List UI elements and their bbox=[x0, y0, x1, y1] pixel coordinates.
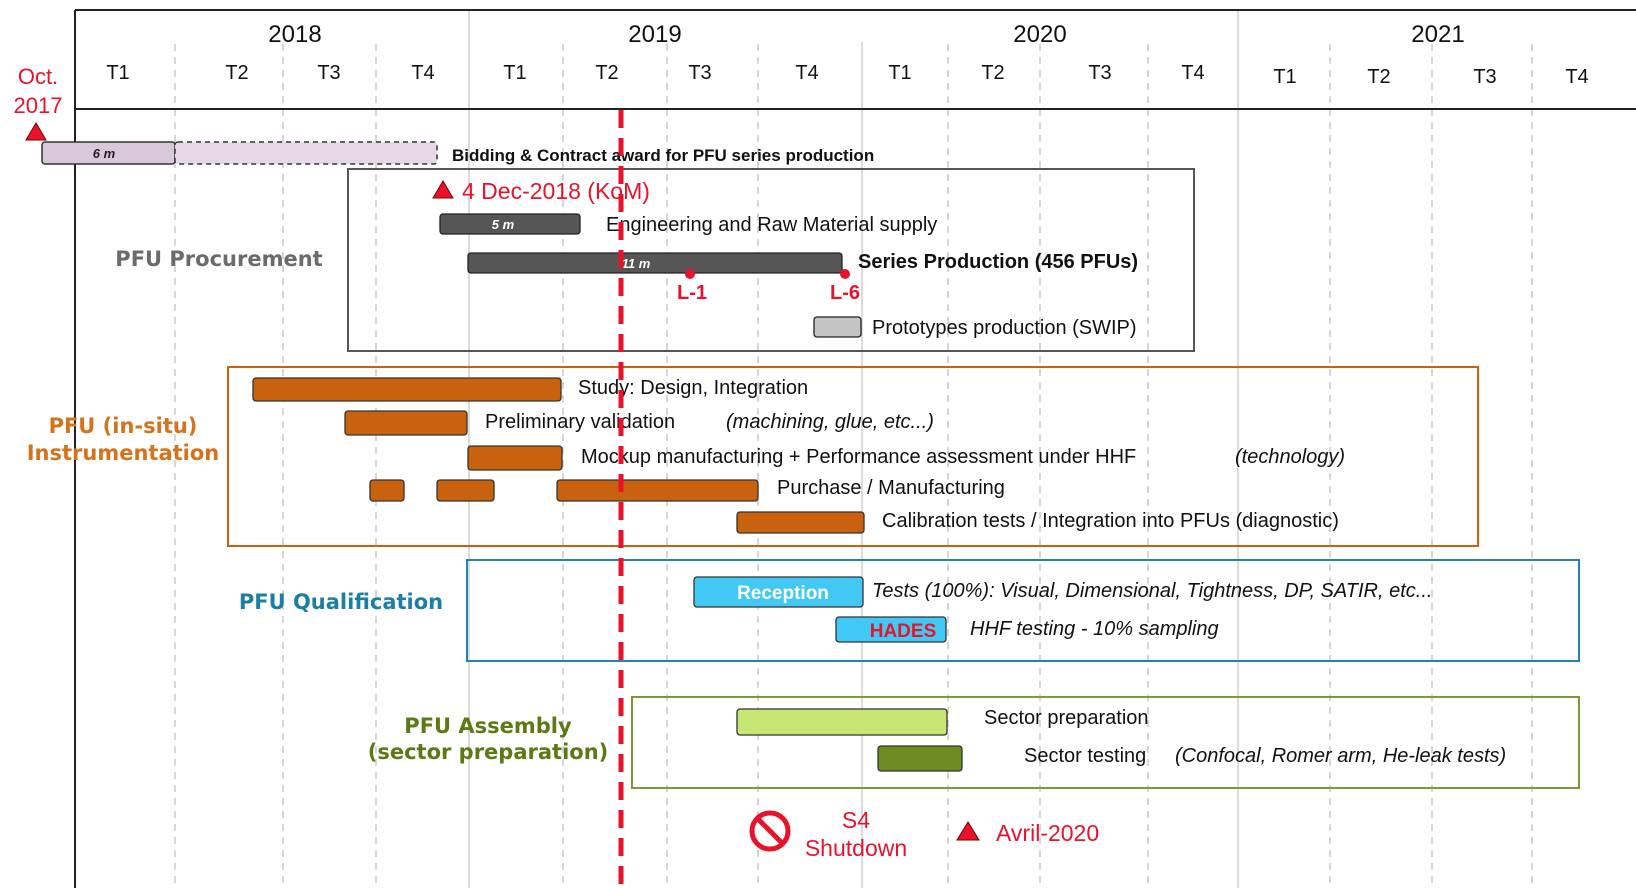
procurement-box bbox=[347, 168, 1195, 352]
purchase-label: Purchase / Manufacturing bbox=[777, 477, 1005, 499]
quarter-label: T3 bbox=[317, 62, 340, 84]
procurement-title: PFU Procurement bbox=[115, 247, 322, 271]
quarter-label: T4 bbox=[1565, 66, 1588, 88]
assembly-section: PFU Assembly (sector preparation) Sector… bbox=[368, 696, 1580, 789]
year-labels: 2018 2019 2020 2021 bbox=[268, 21, 1464, 48]
quarter-label: T1 bbox=[888, 62, 911, 84]
milestone-l1-dot bbox=[685, 269, 695, 279]
purchase-bar-3 bbox=[556, 479, 759, 502]
instrumentation-box bbox=[227, 366, 1479, 547]
quarter-label: T2 bbox=[595, 62, 618, 84]
shutdown-line1: S4 bbox=[842, 807, 870, 833]
quarter-label: T4 bbox=[795, 62, 818, 84]
engineering-duration: 5 m bbox=[492, 217, 515, 232]
study-bar bbox=[252, 377, 562, 402]
mockup-note: (technology) bbox=[1235, 446, 1345, 468]
mockup-bar bbox=[467, 445, 563, 471]
start-triangle-icon bbox=[25, 122, 47, 141]
start-marker-year: 2017 bbox=[14, 93, 63, 118]
quarter-label: T3 bbox=[688, 62, 711, 84]
quarter-gridlines bbox=[174, 44, 1533, 888]
sector-prep-bar bbox=[736, 708, 948, 736]
milestone-l1-label: L-1 bbox=[677, 282, 707, 304]
avril-label: Avril-2020 bbox=[996, 820, 1099, 846]
kom-triangle-icon bbox=[432, 180, 454, 199]
instrumentation-section: PFU (in-situ) Instrumentation Study: Des… bbox=[27, 366, 1479, 547]
year-label: 2018 bbox=[268, 21, 321, 48]
qualification-box bbox=[466, 559, 1580, 662]
quarter-label: T4 bbox=[411, 62, 434, 84]
quarter-label: T2 bbox=[1367, 66, 1390, 88]
quarter-label: T1 bbox=[503, 62, 526, 84]
quarter-label: T3 bbox=[1473, 66, 1496, 88]
procurement-section: PFU Procurement 4 Dec-2018 (KoM) 5 m Eng… bbox=[115, 168, 1195, 352]
avril-marker: Avril-2020 bbox=[956, 820, 1099, 846]
prelim-bar bbox=[344, 410, 468, 436]
engineering-bar bbox=[439, 213, 581, 235]
year-label: 2021 bbox=[1411, 21, 1464, 48]
quarter-label: T2 bbox=[225, 62, 248, 84]
qualification-title: PFU Qualification bbox=[239, 590, 443, 614]
bidding-bar-extension bbox=[174, 141, 438, 165]
prelim-label: Preliminary validation bbox=[485, 411, 675, 433]
quarter-label: T2 bbox=[981, 62, 1004, 84]
hades-bar bbox=[835, 616, 947, 643]
purchase-bar-1 bbox=[369, 479, 405, 502]
hades-note: HHF testing - 10% sampling bbox=[970, 618, 1219, 640]
assembly-title-line2: (sector preparation) bbox=[368, 740, 609, 764]
calibration-bar bbox=[736, 511, 865, 534]
engineering-label: Engineering and Raw Material supply bbox=[606, 214, 937, 236]
assembly-title-line1: PFU Assembly bbox=[404, 714, 572, 738]
quarter-label: T1 bbox=[1273, 66, 1296, 88]
reception-label: Reception bbox=[737, 583, 829, 604]
milestone-l6-label: L-6 bbox=[830, 282, 860, 304]
bidding-task: 6 m Bidding & Contract award for PFU ser… bbox=[41, 141, 874, 165]
shutdown-marker: S4 Shutdown bbox=[749, 807, 907, 861]
bidding-duration: 6 m bbox=[93, 146, 116, 161]
qualification-section: PFU Qualification Reception Tests (100%)… bbox=[239, 559, 1580, 662]
sector-testing-bar bbox=[877, 745, 963, 772]
hades-label: HADES bbox=[870, 621, 937, 642]
purchase-bar-2 bbox=[436, 479, 495, 502]
avril-triangle-icon bbox=[956, 821, 980, 841]
year-label: 2019 bbox=[628, 21, 681, 48]
no-entry-icon bbox=[749, 810, 791, 852]
quarter-label: T1 bbox=[106, 62, 129, 84]
series-production-bar bbox=[467, 252, 843, 274]
instrumentation-title-line1: PFU (in-situ) bbox=[49, 414, 198, 438]
calibration-label: Calibration tests / Integration into PFU… bbox=[882, 510, 1339, 532]
year-label: 2020 bbox=[1013, 21, 1066, 48]
quarter-labels: T1 T2 T3 T4 T1 T2 T3 T4 T1 T2 T3 T4 T1 T… bbox=[106, 62, 1588, 88]
reception-bar bbox=[693, 576, 864, 608]
mockup-label: Mockup manufacturing + Performance asses… bbox=[581, 446, 1136, 468]
prototypes-bar bbox=[813, 316, 862, 338]
start-marker-month: Oct. bbox=[18, 64, 58, 89]
quarter-label: T3 bbox=[1088, 62, 1111, 84]
series-label: Series Production (456 PFUs) bbox=[858, 251, 1138, 273]
instrumentation-title-line2: Instrumentation bbox=[27, 441, 220, 465]
sector-testing-label: Sector testing bbox=[1024, 745, 1146, 767]
series-duration: 11 m bbox=[622, 256, 651, 271]
start-marker: Oct. 2017 bbox=[14, 64, 63, 141]
shutdown-line2: Shutdown bbox=[805, 835, 907, 861]
milestone-l6-dot bbox=[840, 269, 850, 279]
sector-testing-note: (Confocal, Romer arm, He-leak tests) bbox=[1175, 745, 1506, 767]
study-label: Study: Design, Integration bbox=[578, 377, 808, 399]
reception-note: Tests (100%): Visual, Dimensional, Tight… bbox=[872, 580, 1432, 602]
assembly-box bbox=[631, 696, 1580, 789]
quarter-label: T4 bbox=[1181, 62, 1204, 84]
sector-prep-label: Sector preparation bbox=[984, 707, 1149, 729]
bidding-label: Bidding & Contract award for PFU series … bbox=[452, 146, 874, 165]
prototypes-label: Prototypes production (SWIP) bbox=[872, 317, 1137, 339]
prelim-note: (machining, glue, etc...) bbox=[726, 411, 934, 433]
